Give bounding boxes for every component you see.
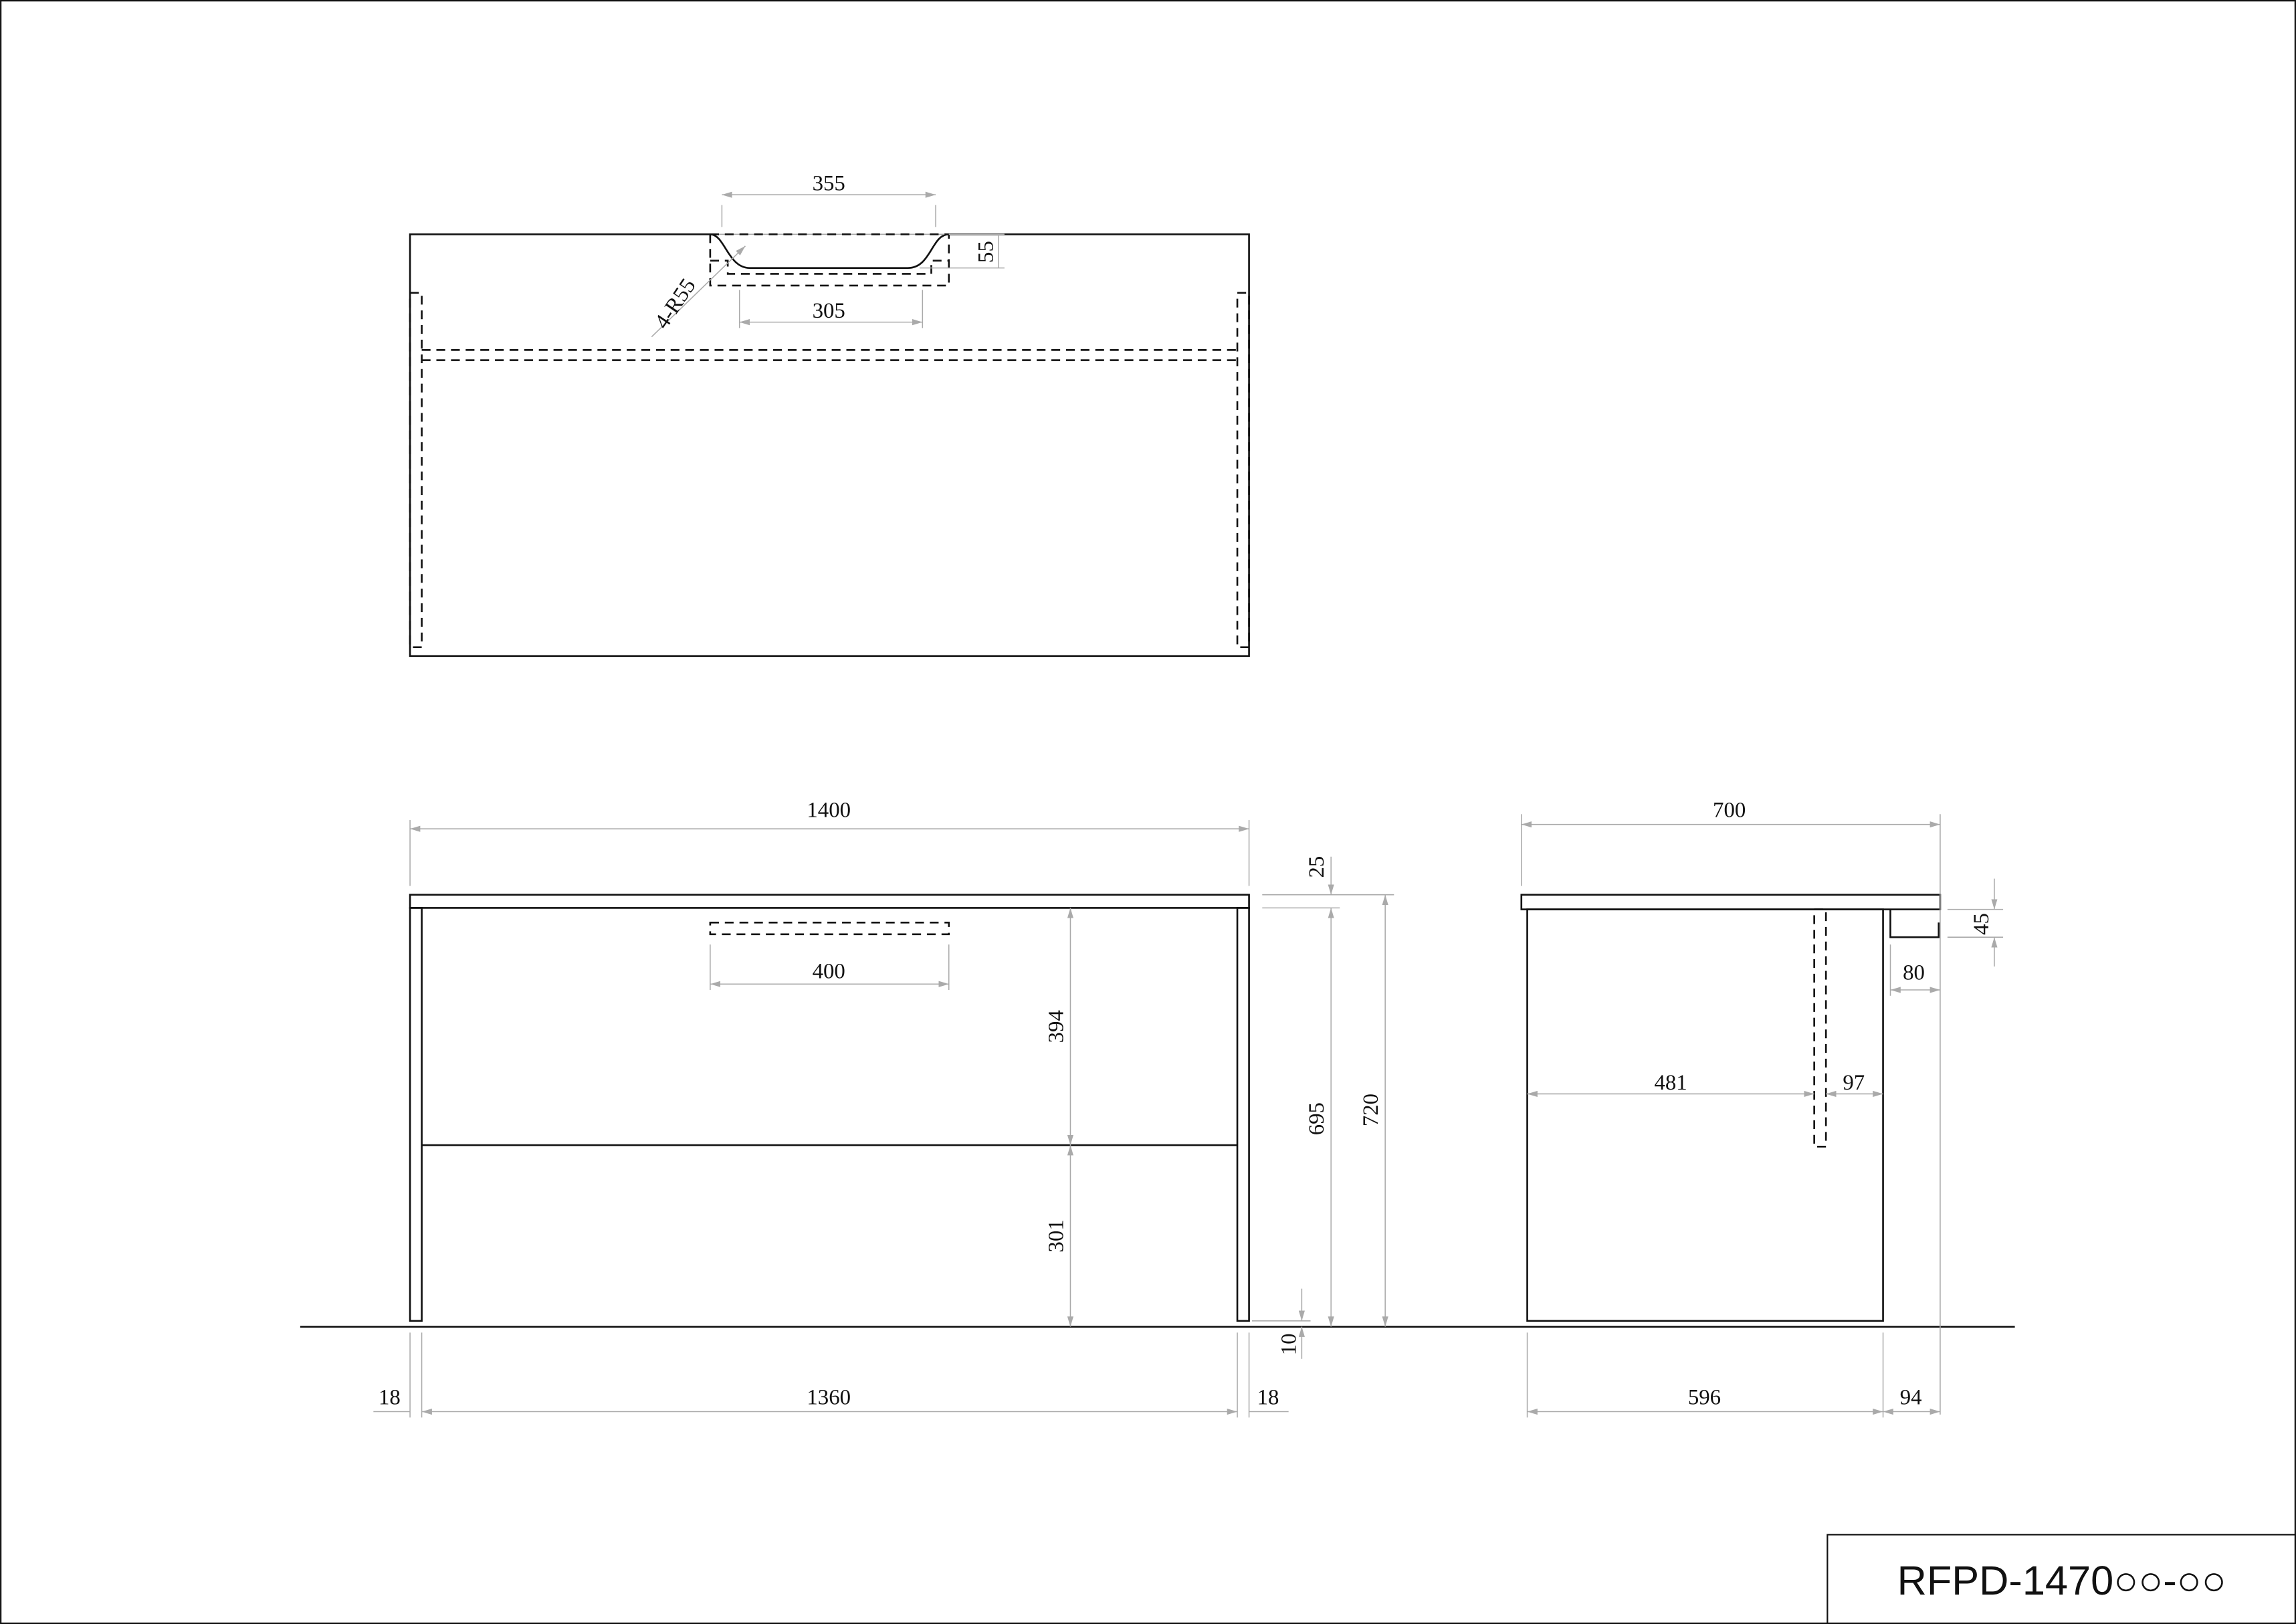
dim-sink-width-top: 355 <box>813 172 845 196</box>
front-view: 1400 400 394 301 695 720 25 10 18 1360 1… <box>373 799 1394 1418</box>
model-number: RFPD-1470○○-○○ <box>1897 1558 2226 1603</box>
dim-body-depth: 596 <box>1688 1386 1721 1410</box>
dim-corner-radius: 4-R55 <box>650 274 701 333</box>
dim-overall-height: 720 <box>1359 1094 1383 1126</box>
dim-bracket-depth: 80 <box>1903 961 1925 985</box>
dim-lower-height: 301 <box>1045 1219 1069 1252</box>
dim-overhang: 94 <box>1900 1386 1922 1410</box>
dim-post-to-back: 97 <box>1843 1071 1865 1095</box>
dim-left-side: 18 <box>379 1386 401 1410</box>
dim-top-thickness: 25 <box>1305 856 1329 878</box>
side-view: 700 45 80 481 97 596 94 <box>1520 799 2004 1418</box>
dim-overall-depth: 700 <box>1713 799 1746 823</box>
top-view: 355 305 55 4-R55 <box>409 172 1250 657</box>
dim-sink-width-bottom: 305 <box>813 299 845 323</box>
dim-right-side: 18 <box>1257 1386 1279 1410</box>
dim-bracket-height: 45 <box>1970 913 1994 935</box>
title-block: RFPD-1470○○-○○ <box>1827 1534 2296 1624</box>
dim-foot-clearance: 10 <box>1277 1333 1301 1355</box>
dim-inner-width: 1360 <box>807 1386 851 1410</box>
dim-overall-width: 1400 <box>807 799 851 823</box>
dim-upper-height: 394 <box>1045 1010 1069 1043</box>
dim-drawer-handle: 400 <box>813 959 845 983</box>
dim-sink-depth: 55 <box>974 241 998 263</box>
dim-body-height: 695 <box>1305 1102 1329 1135</box>
dim-post-offset: 481 <box>1654 1071 1687 1095</box>
